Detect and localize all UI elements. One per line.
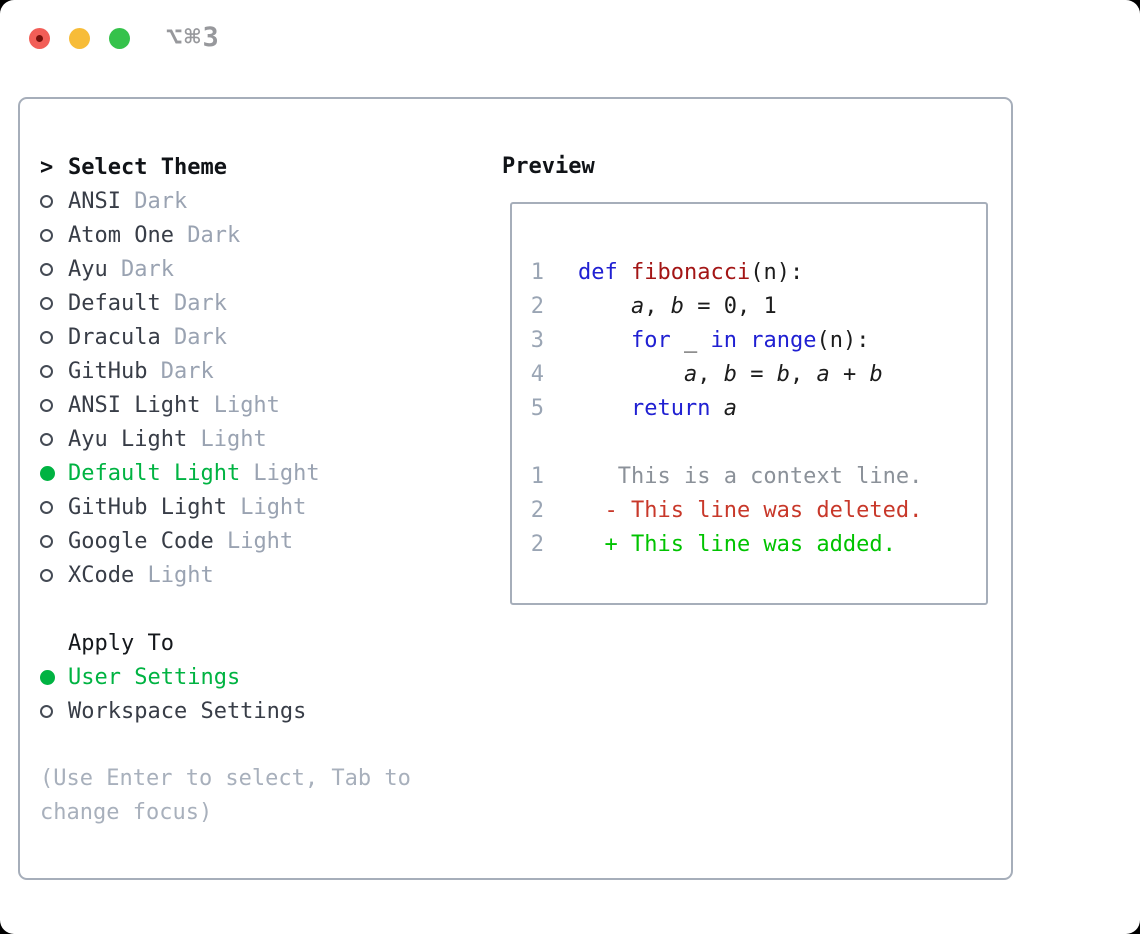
apply-to-header: Apply To <box>40 626 411 660</box>
code-text: def fibonacci(n): <box>578 259 804 285</box>
apply-to-option[interactable]: Workspace Settings <box>40 694 411 728</box>
apply-to-option[interactable]: User Settings <box>40 660 411 694</box>
help-line: change focus) <box>40 800 213 825</box>
option-label: Atom One Dark <box>68 222 241 248</box>
help-text: (Use Enter to select, Tab to change focus… <box>40 762 411 830</box>
line-number: 1 <box>530 259 544 285</box>
line-number: 2 <box>530 497 544 523</box>
radio-unselected-icon <box>40 534 68 548</box>
theme-option[interactable]: Dracula Dark <box>40 320 411 354</box>
radio-unselected-icon <box>40 296 68 310</box>
radio-unselected-icon <box>40 432 68 446</box>
code-text: - This line was deleted. <box>578 497 923 523</box>
option-label: User Settings <box>68 664 241 690</box>
code-text: a, b = 0, 1 <box>630 293 777 319</box>
theme-option[interactable]: GitHub Light Light <box>40 490 411 524</box>
section-title: Apply To <box>68 630 174 656</box>
preview-code-line: 1 def fibonacci(n): <box>522 255 986 289</box>
option-label: XCode Light <box>68 562 214 588</box>
preview-code-line: 2 - This line was deleted. <box>522 493 986 527</box>
radio-unselected-icon <box>40 568 68 582</box>
spacer <box>40 728 411 762</box>
theme-option[interactable]: XCode Light <box>40 558 411 592</box>
line-number: 1 <box>530 463 544 489</box>
option-label: Workspace Settings <box>68 698 307 724</box>
section-title: Select Theme <box>68 154 227 180</box>
option-label: GitHub Light Light <box>68 494 307 520</box>
theme-option[interactable]: Atom One Dark <box>40 218 411 252</box>
theme-option[interactable]: ANSI Light Light <box>40 388 411 422</box>
radio-selected-icon <box>40 465 68 481</box>
theme-option[interactable]: GitHub Dark <box>40 354 411 388</box>
unsaved-dot-icon <box>36 35 43 42</box>
preview-code-line <box>522 425 986 459</box>
option-label: Default Dark <box>68 290 227 316</box>
line-number: 5 <box>530 395 544 421</box>
preview-code-line: 1 This is a context line. <box>522 459 986 493</box>
line-number: 4 <box>530 361 544 387</box>
option-label: ANSI Light Light <box>68 392 280 418</box>
spacer <box>40 592 411 626</box>
preview-code-line: 3 for _ in range(n): <box>522 323 986 357</box>
option-label: Ayu Dark <box>68 256 174 282</box>
theme-option[interactable]: Google Code Light <box>40 524 411 558</box>
traffic-lights <box>29 28 130 49</box>
option-label: Default Light Light <box>68 460 320 486</box>
preview-code-line: 2 a, b = 0, 1 <box>522 289 986 323</box>
code-text: a, b = b, a + b <box>683 361 883 387</box>
radio-unselected-icon <box>40 330 68 344</box>
select-theme-header: > Select Theme <box>40 150 411 184</box>
code-text: + This line was added. <box>578 531 896 557</box>
minimize-button[interactable] <box>69 28 90 49</box>
option-label: Dracula Dark <box>68 324 227 350</box>
option-label: ANSI Dark <box>68 188 188 214</box>
option-label: Google Code Light <box>68 528 294 554</box>
radio-unselected-icon <box>40 194 68 208</box>
code-text: return a <box>630 395 737 421</box>
line-number: 2 <box>530 531 544 557</box>
radio-unselected-icon <box>40 262 68 276</box>
option-label: Ayu Light Light <box>68 426 267 452</box>
preview-code-line: 5 return a <box>522 391 986 425</box>
radio-unselected-icon <box>40 398 68 412</box>
preview-code-line: 2 + This line was added. <box>522 527 986 561</box>
radio-selected-icon <box>40 669 68 685</box>
zoom-button[interactable] <box>109 28 130 49</box>
theme-option[interactable]: ANSI Dark <box>40 184 411 218</box>
radio-unselected-icon <box>40 704 68 718</box>
focus-caret-icon: > <box>40 154 54 180</box>
theme-option[interactable]: Default Dark <box>40 286 411 320</box>
window-shortcut-title: ⌥⌘3 <box>166 22 221 53</box>
line-number: 2 <box>530 293 544 319</box>
code-text: for _ in range(n): <box>630 327 870 353</box>
code-text: This is a context line. <box>578 463 923 489</box>
option-label: GitHub Dark <box>68 358 214 384</box>
theme-option[interactable]: Default Light Light <box>40 456 411 490</box>
radio-unselected-icon <box>40 364 68 378</box>
help-line: (Use Enter to select, Tab to <box>40 766 411 791</box>
close-button[interactable] <box>29 28 50 49</box>
preview-code-line: 4 a, b = b, a + b <box>522 357 986 391</box>
radio-unselected-icon <box>40 500 68 514</box>
titlebar: ⌥⌘3 <box>0 0 1140 78</box>
preview-title: Preview <box>502 154 595 179</box>
radio-unselected-icon <box>40 228 68 242</box>
theme-option[interactable]: Ayu Dark <box>40 252 411 286</box>
line-number: 3 <box>530 327 544 353</box>
theme-option[interactable]: Ayu Light Light <box>40 422 411 456</box>
